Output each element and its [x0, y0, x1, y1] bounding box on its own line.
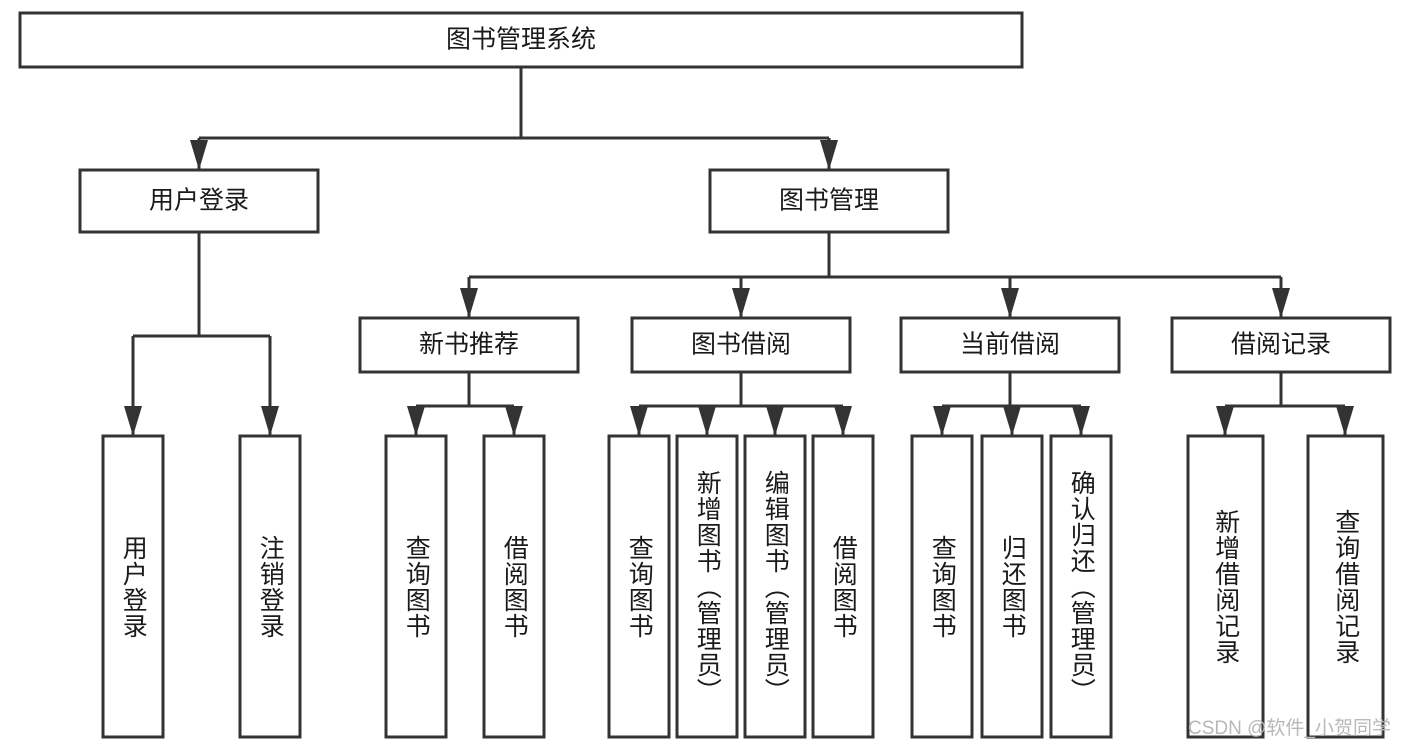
- arrow-head-icon: [460, 288, 478, 318]
- connectors-layer: [124, 67, 1354, 436]
- level2-node-label: 借阅记录: [1231, 331, 1331, 359]
- watermark-text: CSDN @软件_小贺同学: [1188, 718, 1391, 739]
- level2-node-box[interactable]: [1170, 316, 1392, 374]
- arrow-head-icon: [732, 288, 750, 318]
- arrow-head-icon: [261, 406, 279, 436]
- leaf-node-box[interactable]: [811, 434, 875, 739]
- leaf-node-box[interactable]: [1306, 434, 1385, 739]
- leaf-node-box[interactable]: [238, 434, 302, 739]
- leaf-node-box[interactable]: [910, 434, 974, 739]
- arrow-head-icon: [933, 406, 951, 436]
- leaf-node-box[interactable]: [482, 434, 546, 739]
- arrow-head-icon: [407, 406, 425, 436]
- arrow-head-icon: [1072, 406, 1090, 436]
- level2-node-label: 图书借阅: [691, 331, 791, 359]
- leaf-node-box[interactable]: [101, 434, 165, 739]
- level1-node-label: 图书管理: [779, 187, 879, 215]
- arrow-head-icon: [1336, 406, 1354, 436]
- leaf-node-box[interactable]: [675, 434, 739, 739]
- arrow-head-icon: [630, 406, 648, 436]
- level2-node-label: 当前借阅: [960, 331, 1060, 359]
- level2-node-box[interactable]: [630, 316, 852, 374]
- leaf-node-box[interactable]: [1186, 434, 1265, 739]
- leaf-node-box[interactable]: [1049, 434, 1113, 739]
- arrow-head-icon: [124, 406, 142, 436]
- root-node-label: 图书管理系统: [446, 26, 596, 54]
- arrow-head-icon: [1001, 288, 1019, 318]
- arrow-head-icon: [1216, 406, 1234, 436]
- leaf-node-box[interactable]: [743, 434, 807, 739]
- boxes-layer: [18, 11, 1392, 739]
- leaf-node-box[interactable]: [607, 434, 671, 739]
- arrow-head-icon: [505, 406, 523, 436]
- arrow-head-icon: [190, 140, 208, 170]
- arrow-head-icon: [1272, 288, 1290, 318]
- arrow-head-icon: [766, 406, 784, 436]
- level2-node-box[interactable]: [899, 316, 1121, 374]
- level2-node-label: 新书推荐: [419, 331, 519, 359]
- arrow-head-icon: [1003, 406, 1021, 436]
- level1-node-box[interactable]: [78, 168, 320, 234]
- level1-node-box[interactable]: [708, 168, 950, 234]
- arrow-head-icon: [698, 406, 716, 436]
- arrow-head-icon: [834, 406, 852, 436]
- leaf-node-box[interactable]: [384, 434, 448, 739]
- level1-node-label: 用户登录: [149, 187, 249, 215]
- leaf-node-box[interactable]: [980, 434, 1044, 739]
- root-node-box[interactable]: [18, 11, 1024, 69]
- arrow-head-icon: [820, 140, 838, 170]
- level2-node-box[interactable]: [358, 316, 580, 374]
